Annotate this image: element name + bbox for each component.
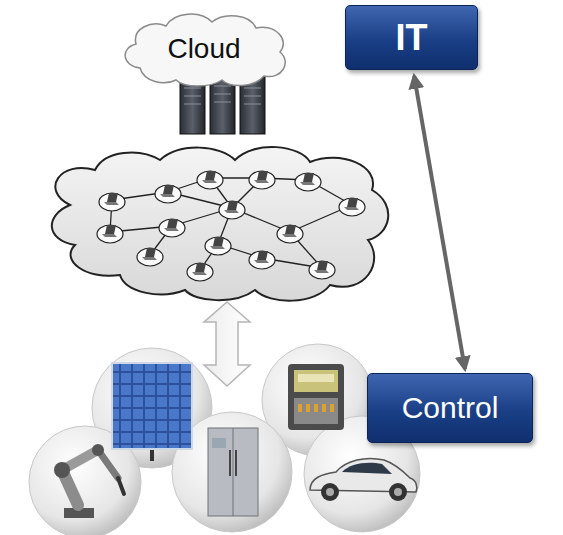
network-node (295, 173, 321, 191)
laptop-icon (107, 193, 118, 202)
electric-car (310, 459, 417, 502)
network-cloud (52, 147, 388, 301)
network-graph (97, 171, 365, 281)
box-label: Control (402, 391, 499, 425)
laptop-icon (314, 270, 329, 273)
laptop-icon (195, 263, 206, 272)
refrigerator (208, 428, 258, 516)
laptop-icon (202, 180, 217, 183)
device-spheres (29, 344, 420, 535)
laptop-icon (192, 272, 207, 275)
network-node (309, 261, 335, 279)
laptop-icon (227, 201, 238, 210)
laptop-icon (300, 182, 315, 185)
network-node (249, 171, 275, 189)
laptop-icon (317, 261, 328, 270)
network-node (159, 219, 185, 237)
box-label: IT (396, 17, 428, 59)
network-node (277, 225, 303, 243)
control-box: Control (367, 373, 533, 443)
smart-meter (288, 364, 344, 430)
laptop-icon (347, 198, 358, 207)
network-node (97, 225, 123, 243)
cloud-label: Cloud (167, 33, 240, 65)
laptop-icon (285, 225, 296, 234)
network-node (197, 171, 223, 189)
laptop-icon (344, 207, 359, 210)
network-node (219, 201, 245, 219)
laptop-icon (142, 257, 157, 260)
laptop-icon (282, 234, 297, 237)
laptop-icon (104, 202, 119, 205)
network-node (137, 248, 163, 266)
laptop-icon (257, 171, 268, 180)
laptop-icon (257, 251, 268, 260)
robot-arm (54, 444, 124, 518)
laptop-icon (105, 225, 116, 234)
hollow-double-arrow (204, 302, 250, 386)
laptop-icon (254, 180, 269, 183)
solar-panel (112, 363, 192, 461)
laptop-icon (224, 210, 239, 213)
network-node (339, 198, 365, 216)
laptop-icon (102, 234, 117, 237)
laptop-icon (167, 219, 178, 228)
laptop-icon (213, 237, 224, 246)
laptop-icon (210, 246, 225, 249)
laptop-icon (205, 171, 216, 180)
it-box: IT (345, 5, 478, 70)
laptop-icon (254, 260, 269, 263)
laptop-icon (160, 194, 175, 197)
network-node (187, 263, 213, 281)
network-node (155, 185, 181, 203)
laptop-icon (303, 173, 314, 182)
laptop-icon (145, 248, 156, 257)
cloud-shape: Cloud (118, 10, 290, 88)
network-node (205, 237, 231, 255)
laptop-icon (163, 185, 174, 194)
double-arrow (414, 76, 465, 369)
laptop-icon (164, 228, 179, 231)
network-node (249, 251, 275, 269)
network-node (99, 193, 125, 211)
